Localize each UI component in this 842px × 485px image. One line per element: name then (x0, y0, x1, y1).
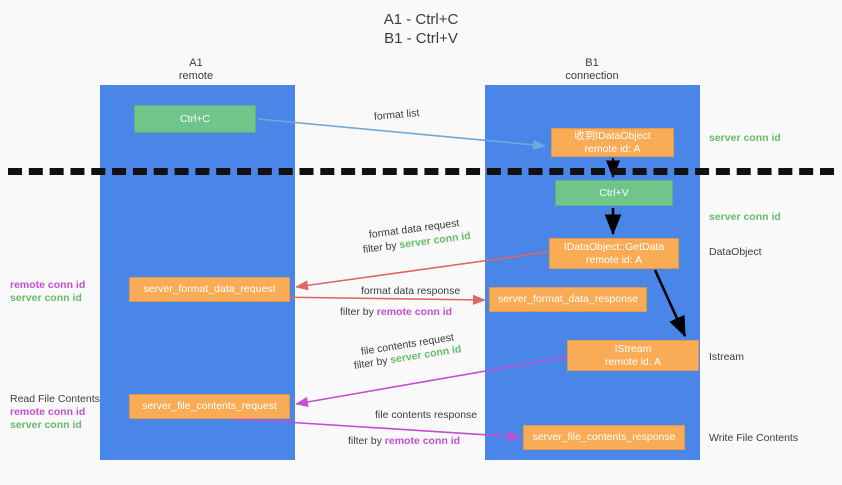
lane-header-a1: A1 remote (96, 57, 296, 83)
box-getdata-sub: remote id: A (585, 253, 643, 266)
lane-b1-subtitle: connection (565, 70, 619, 82)
right-label-dataobject: DataObject (709, 246, 762, 258)
filter-by-text-2: filter by (340, 306, 377, 318)
box-istream[interactable]: IStream remote id: A (567, 340, 699, 371)
box-idataobject-label: 收到IDataObject (574, 130, 651, 142)
left-label-read-file-contents-block: Read File Contents remote conn id server… (10, 393, 100, 432)
edge-label-file-contents-response: file contents response (375, 409, 478, 421)
filter-by-text-3: filter by (353, 354, 392, 372)
page-title: A1 - Ctrl+C B1 - Ctrl+V (0, 10, 842, 48)
box-ctrl-v[interactable]: Ctrl+V (555, 180, 673, 206)
left-label-remote-conn-id-1: remote conn id (10, 279, 86, 291)
lane-a1-subtitle: remote (178, 70, 214, 82)
box-server-file-contents-response[interactable]: server_file_contents_response (523, 425, 685, 450)
title-line-2: B1 - Ctrl+V (384, 30, 458, 47)
left-label-server-conn-id-2: server conn id (10, 419, 82, 431)
left-label-remote-conn-id-2: remote conn id (10, 406, 86, 418)
box-ctrl-c[interactable]: Ctrl+C (134, 105, 256, 133)
title-line-1: A1 - Ctrl+C (383, 11, 459, 28)
box-ctrl-c-label: Ctrl+C (179, 112, 211, 125)
filter-by-text-1: filter by (362, 239, 401, 256)
box-idataobject[interactable]: 收到IDataObject remote id: A (551, 128, 674, 157)
box-server-file-contents-request[interactable]: server_file_contents_request (129, 394, 290, 419)
lane-b1-title: B1 (585, 57, 599, 69)
left-label-read-file-contents: Read File Contents (10, 393, 100, 405)
phase-separator (8, 168, 834, 175)
box-ctrl-v-label: Ctrl+V (599, 186, 629, 199)
box-server-file-contents-request-label: server_file_contents_request (142, 400, 277, 413)
box-server-file-contents-response-label: server_file_contents_response (532, 431, 676, 444)
edge-label-format-data-response: format data response (361, 285, 461, 297)
left-label-conn-ids-1: remote conn id server conn id (10, 279, 85, 305)
remote-conn-id-token-2: remote conn id (384, 435, 461, 447)
lane-header-b1: B1 connection (492, 57, 692, 83)
box-server-format-data-request[interactable]: server_format_data_request (129, 277, 290, 302)
box-server-format-data-response[interactable]: server_format_data_response (489, 287, 647, 312)
box-istream-sub: remote id: A (604, 355, 662, 368)
filter-by-text-4: filter by (348, 435, 385, 447)
box-idataobject-sub: remote id: A (584, 142, 641, 155)
box-istream-label: IStream (614, 343, 652, 355)
right-label-istream: Istream (709, 351, 745, 363)
edge-label-format-data-response-filter: filter by remote conn id (340, 305, 452, 319)
edge-label-file-contents-response-filter: filter by remote conn id (348, 434, 460, 448)
box-idataobject-getdata[interactable]: IDataObject::GetData remote id: A (549, 238, 679, 269)
edge-label-format-list: format list (373, 107, 420, 123)
box-server-format-data-request-label: server_format_data_request (143, 283, 276, 296)
remote-conn-id-token-1: remote conn id (376, 306, 453, 318)
lane-a1-title: A1 (189, 57, 203, 69)
right-label-write-file-contents: Write File Contents (709, 432, 799, 444)
left-label-server-conn-id-1: server conn id (10, 292, 82, 304)
box-server-format-data-response-label: server_format_data_response (497, 293, 639, 306)
box-getdata-label: IDataObject::GetData (563, 241, 665, 253)
right-label-server-conn-id-1: server conn id (709, 132, 781, 144)
right-label-server-conn-id-2: server conn id (709, 211, 781, 223)
